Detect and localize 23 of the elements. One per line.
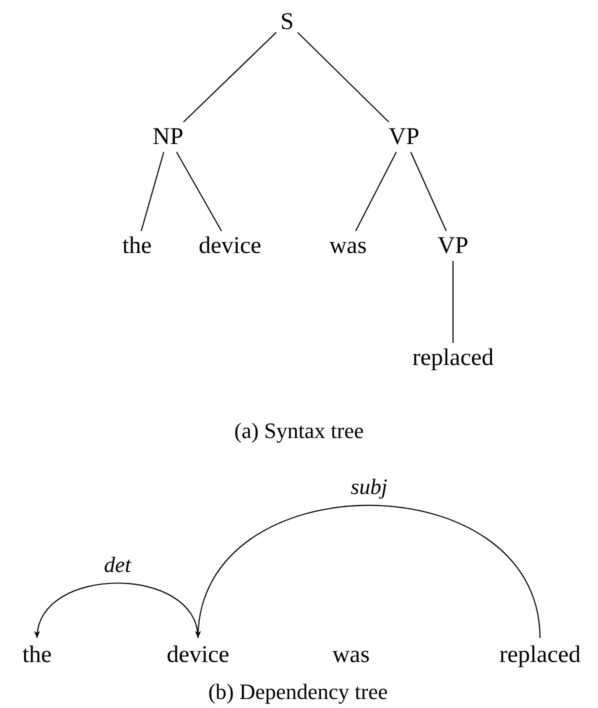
word-label: S bbox=[276, 7, 298, 37]
word-label: was bbox=[325, 231, 371, 261]
tree-branch bbox=[355, 152, 397, 232]
tree-branch bbox=[176, 152, 222, 232]
tree-branch bbox=[183, 32, 277, 122]
dependency-arc bbox=[35, 582, 199, 638]
figure-caption: (a) Syntax tree bbox=[234, 420, 364, 442]
word-label: VP bbox=[384, 122, 424, 152]
word-label: device bbox=[194, 231, 266, 261]
word-label: the bbox=[18, 640, 56, 670]
word-label: device bbox=[162, 640, 234, 670]
dependency-arc bbox=[196, 505, 541, 638]
word-label: replaced bbox=[408, 343, 498, 373]
word-label: replaced bbox=[495, 640, 585, 670]
word-label: VP bbox=[434, 231, 472, 261]
tree-branch bbox=[140, 152, 164, 232]
tree-branch bbox=[297, 32, 390, 122]
figure-caption: (b) Dependency tree bbox=[208, 681, 388, 703]
word-label: was bbox=[328, 640, 374, 670]
tree-branch bbox=[452, 261, 454, 343]
word-label: the bbox=[118, 231, 156, 261]
word-label: NP bbox=[148, 122, 188, 152]
tree-branch bbox=[410, 152, 447, 232]
